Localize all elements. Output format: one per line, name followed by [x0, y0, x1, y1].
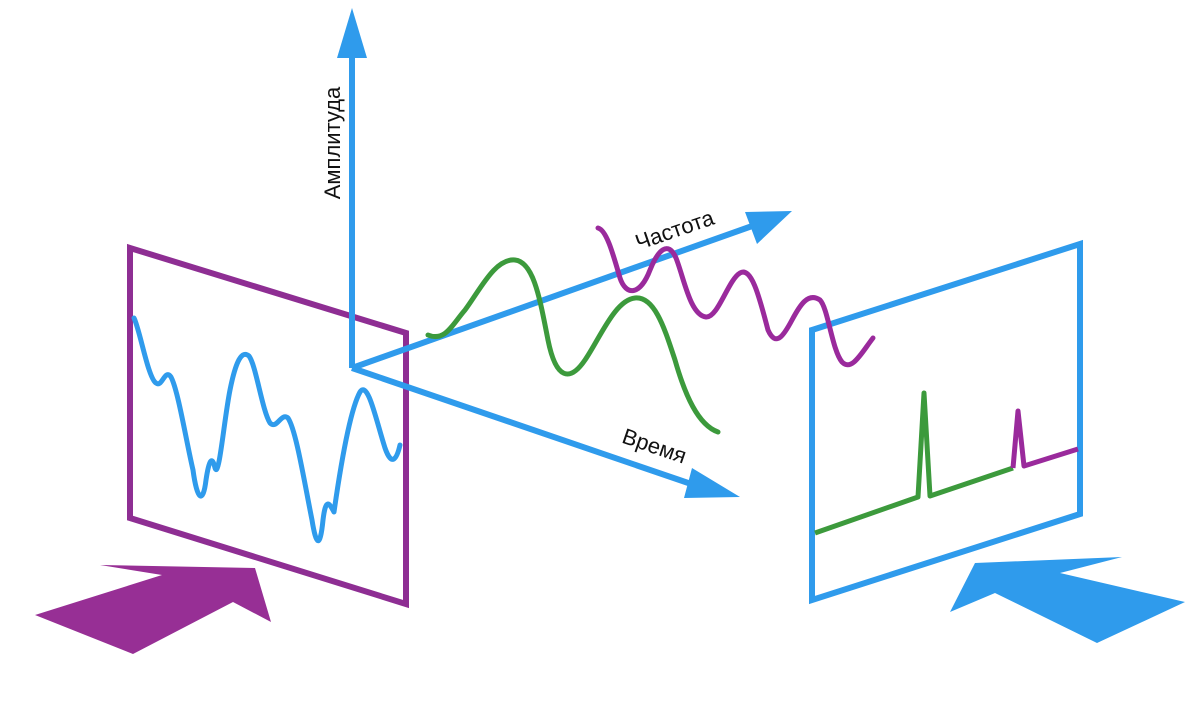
time-axis	[351, 365, 701, 490]
high-frequency-component-wave	[595, 225, 876, 367]
amplitude-axis-arrowhead	[337, 8, 367, 58]
frequency-domain-panel	[809, 239, 1083, 605]
low-frequency-component-wave	[425, 257, 721, 435]
time-axis-arrowhead	[684, 468, 740, 498]
frequency-axis	[350, 222, 757, 371]
arrow-icon	[35, 565, 271, 654]
time-domain-panel	[127, 243, 409, 609]
amplitude-axis-label: Амплитуда	[320, 86, 345, 199]
frequency-axis-arrowhead	[745, 211, 792, 244]
spectrum-green-component	[814, 390, 1014, 536]
arrow-icon	[950, 557, 1185, 643]
frequency-axis-label: Частота	[632, 205, 718, 255]
spectrum-purple-component	[1010, 408, 1079, 469]
summed-signal-curve	[131, 315, 403, 544]
